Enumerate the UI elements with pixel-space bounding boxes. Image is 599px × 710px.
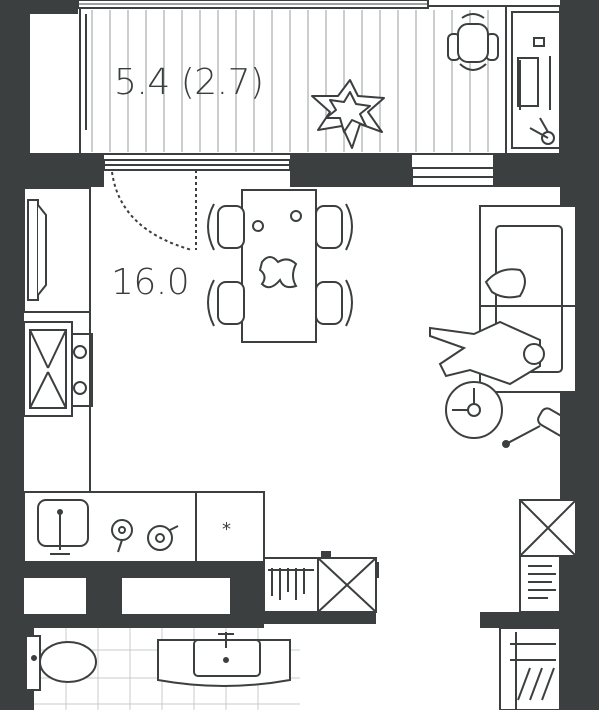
kitchen-counter: *	[23, 491, 265, 563]
balcony	[77, 0, 561, 155]
dining-chairs	[207, 203, 353, 327]
window-right	[411, 167, 495, 187]
door-swing	[111, 170, 197, 251]
person-icon	[429, 320, 545, 386]
tv-unit	[23, 187, 91, 313]
toilet-icon	[25, 635, 97, 691]
shelf-unit	[263, 551, 377, 613]
chair-icon	[447, 13, 499, 71]
balcony-area-label: 5.4 (2.7)	[114, 62, 264, 103]
window-left	[103, 159, 291, 171]
plant-icon	[311, 79, 385, 149]
svg-text:*: *	[222, 519, 231, 540]
main-room-area-label: 16.0	[111, 262, 190, 303]
chair-round	[445, 381, 503, 439]
bathroom-sink	[157, 632, 291, 687]
dining-table	[241, 189, 317, 343]
closet-unit	[519, 499, 577, 613]
shoe-rack	[499, 627, 561, 710]
scooter-icon	[529, 117, 555, 145]
fireplace	[23, 321, 93, 417]
bathroom	[25, 628, 300, 710]
